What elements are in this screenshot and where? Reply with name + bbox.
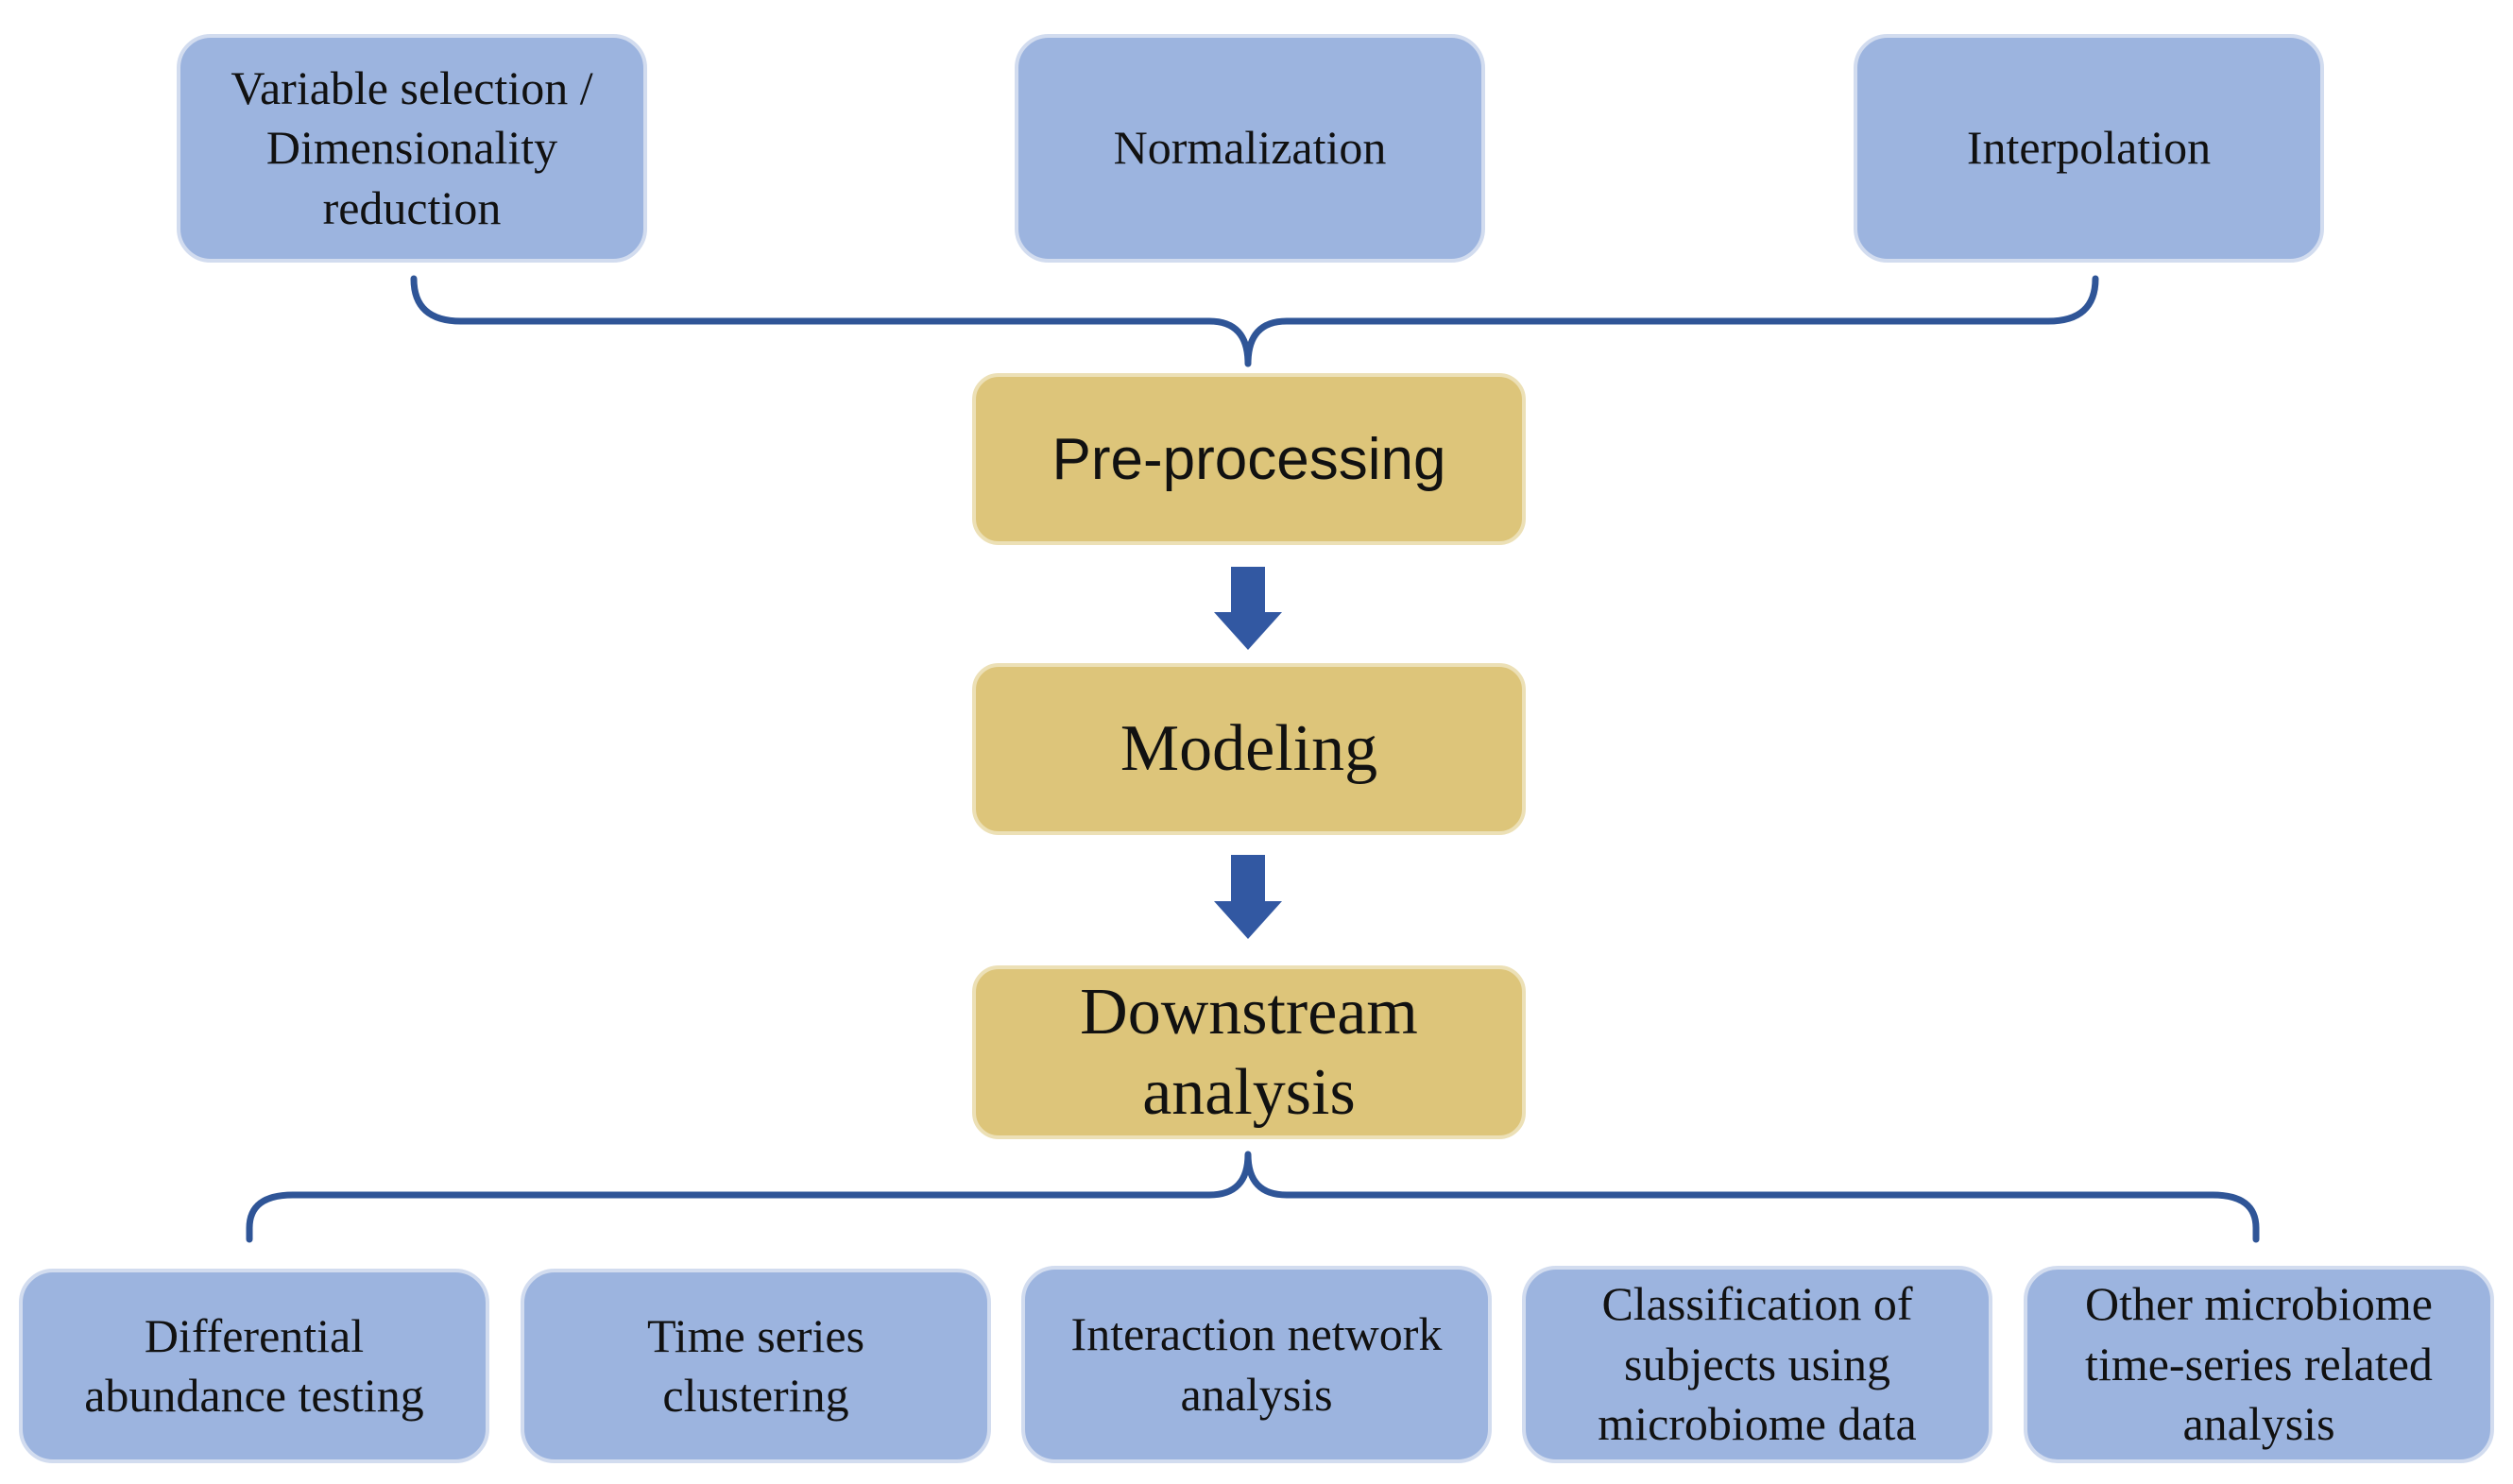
down-arrow-icon — [1214, 567, 1282, 650]
stage-preprocessing: Pre-processing — [972, 373, 1526, 545]
step-other-analysis: Other microbiome time-series related ana… — [2024, 1266, 2494, 1463]
step-classification: Classification of subjects using microbi… — [1522, 1266, 1992, 1463]
top-brace — [410, 275, 2099, 367]
step-interpolation: Interpolation — [1854, 34, 2324, 263]
bottom-brace — [246, 1151, 2260, 1243]
stage-downstream-analysis: Downstream analysis — [972, 965, 1526, 1139]
stage-modeling: Modeling — [972, 663, 1526, 835]
down-arrow-icon — [1214, 855, 1282, 939]
step-interaction-network: Interaction network analysis — [1021, 1266, 1492, 1463]
step-variable-selection: Variable selection / Dimensionality redu… — [177, 34, 647, 263]
step-differential-abundance: Differential abundance testing — [19, 1269, 489, 1463]
step-normalization: Normalization — [1015, 34, 1485, 263]
step-time-series-clustering: Time series clustering — [521, 1269, 991, 1463]
